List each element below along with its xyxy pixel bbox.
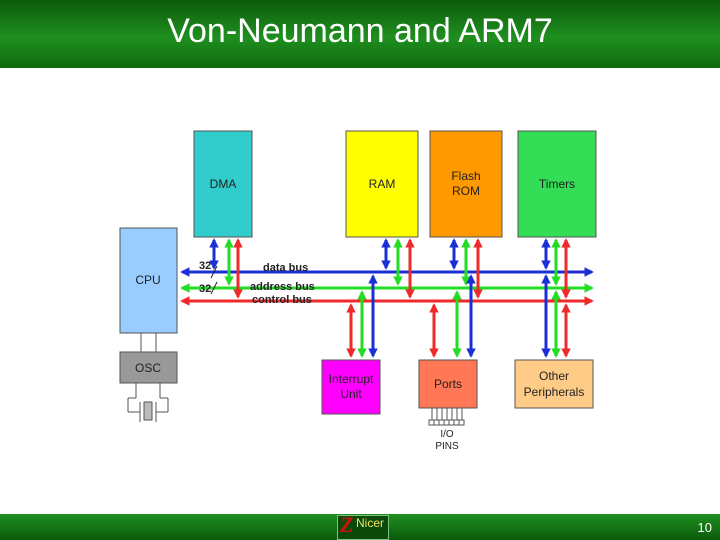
- title-bar: [0, 0, 720, 68]
- interrupt-label-line2: Unit: [340, 387, 362, 401]
- logo-text: Nicer: [356, 516, 385, 530]
- timers-block: [517, 130, 597, 238]
- dma-label: DMA: [210, 177, 237, 191]
- osc-block: [119, 351, 178, 384]
- peripherals-label-line1: Other: [539, 369, 569, 383]
- data-bus-width: 32: [199, 260, 211, 272]
- io-pins-icon: [428, 408, 465, 426]
- flash-label-line2: ROM: [452, 184, 480, 198]
- flash-rom-block: [429, 130, 503, 238]
- address-bus-label: address bus: [250, 281, 315, 293]
- interrupt-label-line1: Interrupt: [329, 372, 374, 386]
- address-bus-slash: [210, 281, 218, 295]
- logo-letter: Z: [340, 512, 354, 537]
- cpu-label: CPU: [135, 273, 160, 287]
- ports-block: [418, 359, 478, 409]
- timers-label: Timers: [539, 177, 575, 191]
- slide-title: Von-Neumann and ARM7: [167, 12, 553, 50]
- control-bus-label: control bus: [252, 294, 312, 306]
- ram-block: [345, 130, 419, 238]
- io-label-line2: PINS: [435, 441, 459, 452]
- cpu-block: [119, 227, 178, 334]
- ports-label: Ports: [434, 377, 462, 391]
- logo-icon: [337, 515, 389, 540]
- address-bus-width: 32: [199, 283, 211, 295]
- data-bus-label: data bus: [263, 262, 308, 274]
- page-number: 10: [697, 520, 712, 535]
- peripherals-label-line2: Peripherals: [524, 385, 585, 399]
- crystal-icon: [127, 383, 169, 422]
- other-peripherals-block: [514, 359, 594, 409]
- ram-label: RAM: [369, 177, 396, 191]
- flash-label-line1: Flash: [451, 169, 480, 183]
- dma-block: [193, 130, 253, 238]
- interrupt-unit-block: [321, 359, 381, 415]
- osc-label: OSC: [135, 361, 161, 375]
- io-label-line1: I/O: [440, 429, 454, 440]
